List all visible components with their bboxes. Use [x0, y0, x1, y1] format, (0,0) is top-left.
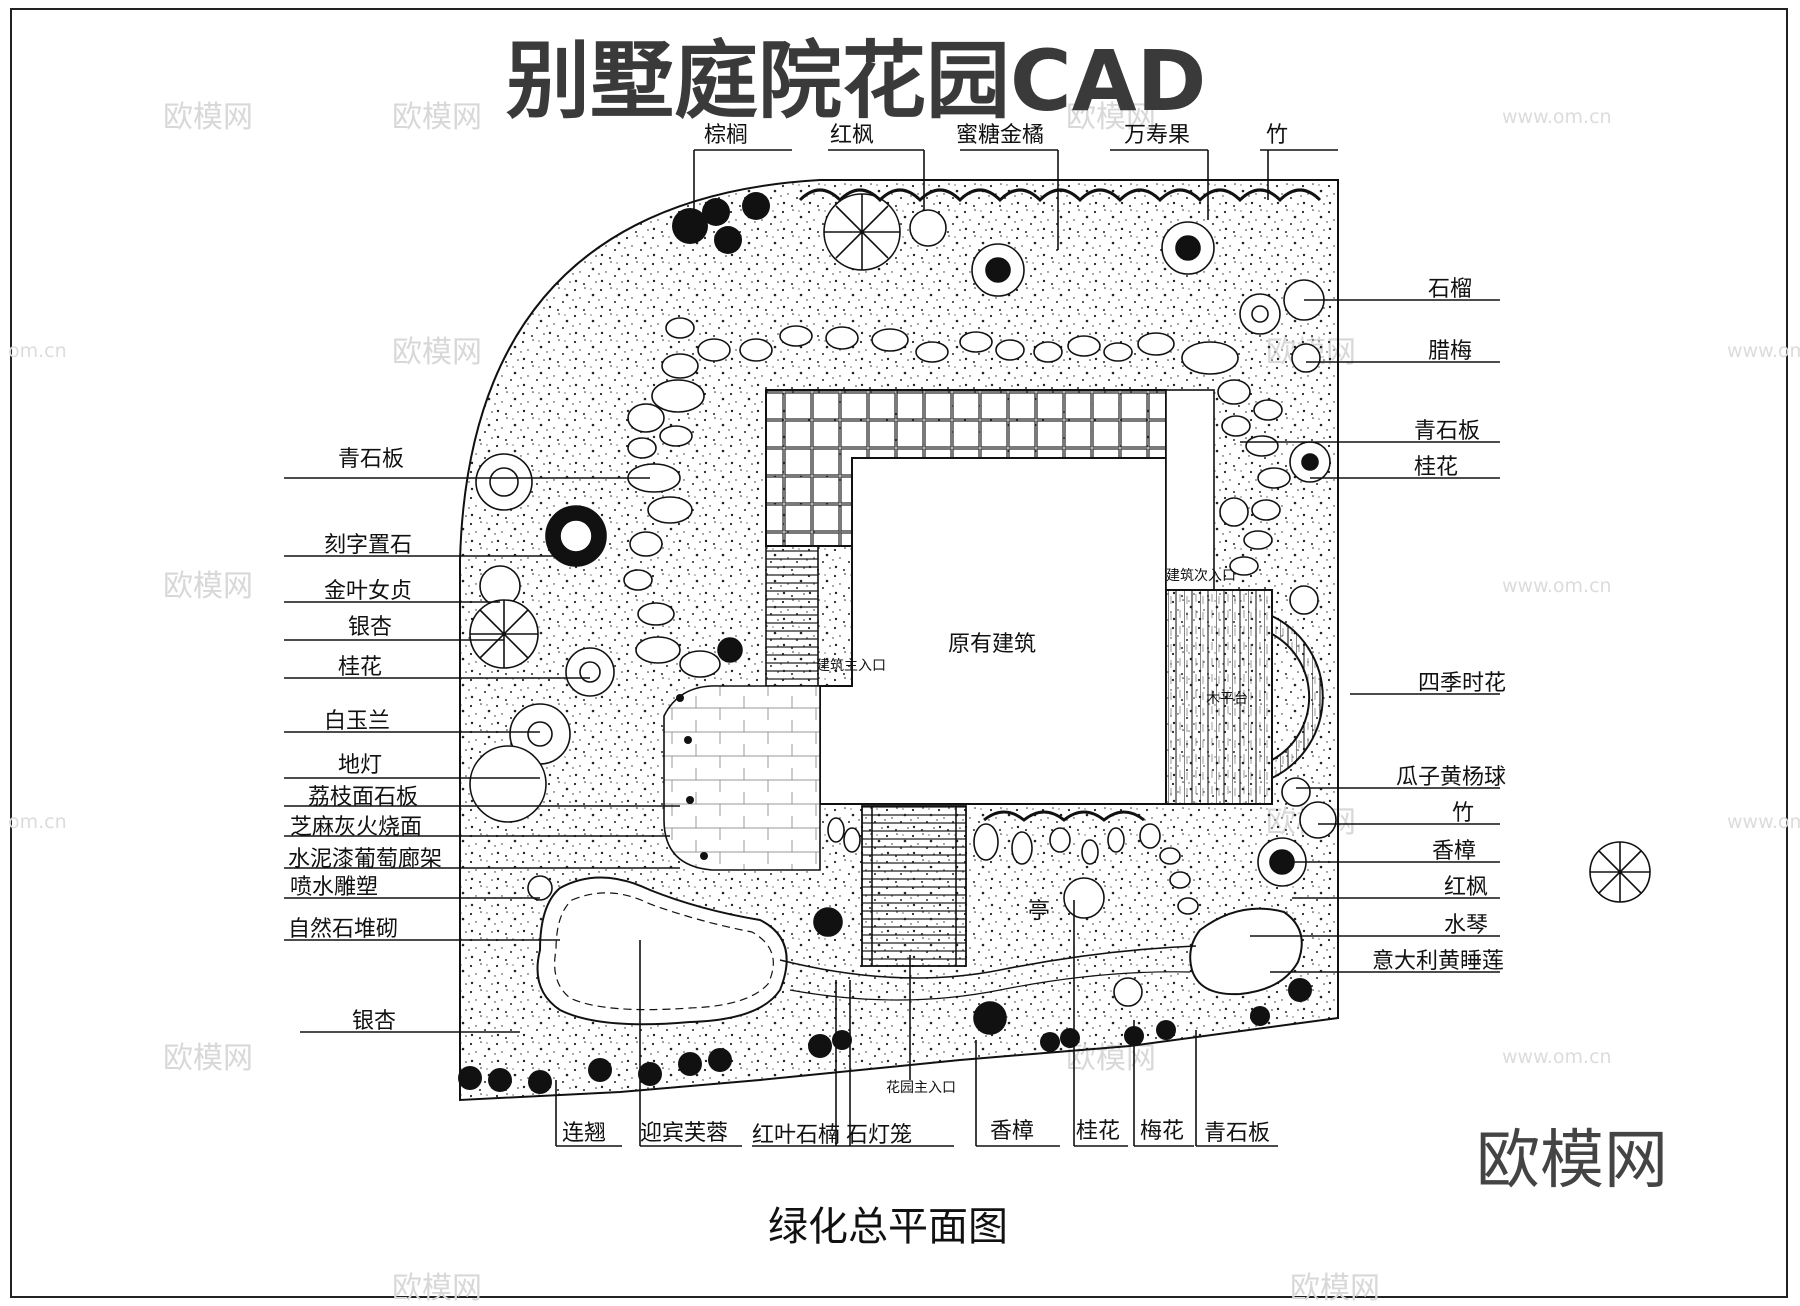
watermark-url: om.cn — [8, 340, 67, 362]
stream — [779, 945, 1197, 979]
drawing-subtitle: 绿化总平面图 — [768, 1204, 1008, 1250]
label-right-7: 竹 — [1452, 801, 1474, 826]
label-right-2: 腊梅 — [1428, 339, 1472, 364]
watermark-text: 欧模网 — [163, 1041, 253, 1076]
brand-logo: 欧模网 — [1476, 1124, 1668, 1198]
label-right-4: 桂花 — [1414, 455, 1458, 480]
label-right-3: 青石板 — [1414, 419, 1480, 444]
label-top-5: 竹 — [1266, 123, 1288, 148]
label-right-1: 石榴 — [1428, 277, 1472, 302]
watermark-url: www.om.cn — [1727, 811, 1800, 833]
ground-lights — [676, 694, 708, 860]
brick-paving — [663, 685, 821, 871]
watermark-text: 欧模网 — [392, 335, 482, 370]
drawing-title: 别墅庭院花园CAD — [506, 32, 1206, 130]
watermark-url: www.om.cn — [1502, 106, 1612, 128]
label-left-11: 喷水雕塑 — [290, 875, 378, 900]
bamboo-fringe-lower — [983, 810, 1145, 822]
label-left-7: 地灯 — [338, 753, 382, 778]
main-pond-inner — [554, 892, 774, 1011]
watermark-url: www.om.cn — [1727, 340, 1800, 362]
label-bottom-3: 红叶石楠 — [752, 1123, 840, 1148]
garden-entrance-label: 花园主入口 — [886, 1080, 956, 1096]
main-pond — [536, 876, 788, 1026]
label-top-1: 棕榈 — [704, 123, 748, 148]
stepping-stones — [623, 317, 1291, 915]
wood-deck — [1165, 589, 1273, 805]
label-left-2: 刻字置石 — [324, 533, 412, 558]
pergola — [861, 805, 967, 967]
secondary-entrance-label: 建筑次入口 — [1166, 568, 1236, 584]
watermark-url: om.cn — [8, 811, 67, 833]
label-right-10: 水琴 — [1444, 913, 1488, 938]
watermark-text: 欧模网 — [1290, 1271, 1380, 1306]
label-left-6: 白玉兰 — [324, 709, 390, 734]
watermark-url: www.om.cn — [1502, 575, 1612, 597]
label-top-4: 万寿果 — [1124, 123, 1190, 148]
drawing-frame — [10, 8, 1788, 1298]
watermark-text: 欧模网 — [392, 1271, 482, 1306]
label-right-6: 瓜子黄杨球 — [1396, 765, 1506, 790]
watermark-text: 欧模网 — [1066, 100, 1156, 135]
label-right-5: 四季时花 — [1418, 671, 1506, 696]
shrub-hedges — [458, 192, 1312, 1094]
label-bottom-7: 梅花 — [1140, 1119, 1184, 1144]
label-left-12: 自然石堆砌 — [288, 917, 398, 942]
label-left-5: 桂花 — [338, 655, 382, 680]
label-top-3: 蜜糖金橘 — [956, 123, 1044, 148]
leader-lines — [284, 149, 1500, 1147]
building-label: 原有建筑 — [948, 632, 1036, 657]
label-left-3: 金叶女贞 — [324, 579, 412, 604]
label-left-13: 银杏 — [352, 1009, 396, 1034]
label-left-4: 银杏 — [348, 615, 392, 640]
label-bottom-5: 香樟 — [990, 1119, 1034, 1144]
label-bottom-2: 迎宾芙蓉 — [640, 1121, 728, 1146]
main-entrance-label: 建筑主入口 — [816, 658, 886, 674]
label-bottom-8: 青石板 — [1204, 1121, 1270, 1146]
label-top-2: 红枫 — [830, 123, 874, 148]
label-left-8: 荔枝面石板 — [308, 785, 418, 810]
label-left-10: 水泥漆葡萄廊架 — [288, 847, 442, 872]
label-right-9: 红枫 — [1444, 875, 1488, 900]
watermark-text: 欧模网 — [163, 100, 253, 135]
label-bottom-6: 桂花 — [1076, 1119, 1120, 1144]
deck-label: 木平台 — [1206, 691, 1248, 707]
bamboo-fringe — [798, 188, 1322, 203]
stream-bank — [789, 971, 1191, 1001]
watermark-text: 欧模网 — [392, 100, 482, 135]
label-bottom-1: 连翘 — [562, 1121, 606, 1146]
watermark-url: www.om.cn — [1502, 1046, 1612, 1068]
label-left-9: 芝麻灰火烧面 — [290, 815, 422, 840]
label-right-11: 意大利黄睡莲 — [1372, 949, 1504, 974]
existing-building — [819, 457, 1167, 805]
east-walkway — [1165, 389, 1215, 591]
label-right-8: 香樟 — [1432, 839, 1476, 864]
label-bottom-4: 石灯笼 — [846, 1123, 912, 1148]
label-left-1: 青石板 — [338, 447, 404, 472]
entrance-steps — [765, 545, 819, 687]
flower-bed-arc — [1271, 614, 1324, 780]
watermark-text: 欧模网 — [163, 569, 253, 604]
pavilion-label: 亭 — [1028, 899, 1050, 924]
